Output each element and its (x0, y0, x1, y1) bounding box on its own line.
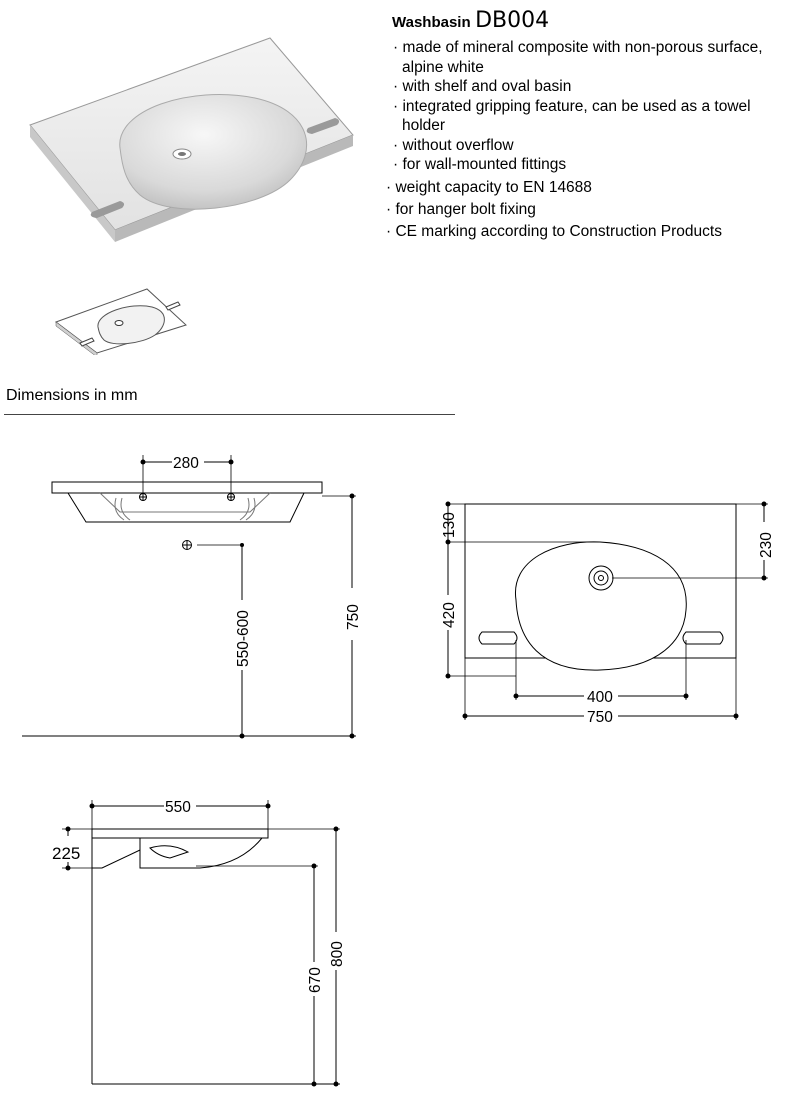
feature-item: · for wall-mounted fittings (393, 156, 567, 173)
product-render-small (54, 288, 187, 355)
feature-item: alpine white (402, 58, 484, 76)
dim-800: 800 (329, 941, 346, 967)
feature-list: · made of mineral composite with non-por… (393, 38, 763, 175)
feature-item: · without overflow (393, 136, 514, 154)
feature-list-secondary: · weight capacity to EN 14688 · for hang… (386, 177, 722, 243)
side-view (62, 800, 340, 1087)
dimensions-heading: Dimensions in mm (6, 387, 138, 404)
feature-item: · for hanger bolt fixing (386, 201, 536, 218)
dim-130: 130 (441, 512, 458, 538)
front-view (22, 455, 356, 739)
feature-item: holder (402, 117, 446, 134)
product-title: Washbasin DB004 (392, 8, 549, 33)
dim-550-600: 550-600 (235, 610, 252, 667)
dim-750-height: 750 (345, 604, 362, 630)
product-render-large (29, 37, 354, 242)
model-number: DB004 (475, 8, 550, 33)
dimension-drawings: 280 550-600 750 130 420 230 400 750 (22, 455, 775, 1087)
feature-item: · weight capacity to EN 14688 (386, 179, 592, 196)
top-view (445, 501, 768, 720)
dim-670: 670 (307, 967, 324, 993)
title-prefix: Washbasin (392, 14, 471, 31)
dim-420: 420 (441, 602, 458, 628)
feature-item: · made of mineral composite with non-por… (393, 39, 763, 56)
dim-280: 280 (173, 455, 199, 472)
dim-225: 225 (52, 844, 80, 863)
feature-item: · integrated gripping feature, can be us… (393, 97, 751, 115)
dim-750-width: 750 (587, 709, 613, 726)
dim-550: 550 (165, 799, 191, 816)
dim-400: 400 (587, 689, 613, 706)
feature-item: · CE marking according to Construction P… (386, 223, 722, 240)
dim-230: 230 (758, 532, 775, 558)
heading-divider (4, 414, 455, 415)
feature-item: · with shelf and oval basin (393, 78, 572, 95)
